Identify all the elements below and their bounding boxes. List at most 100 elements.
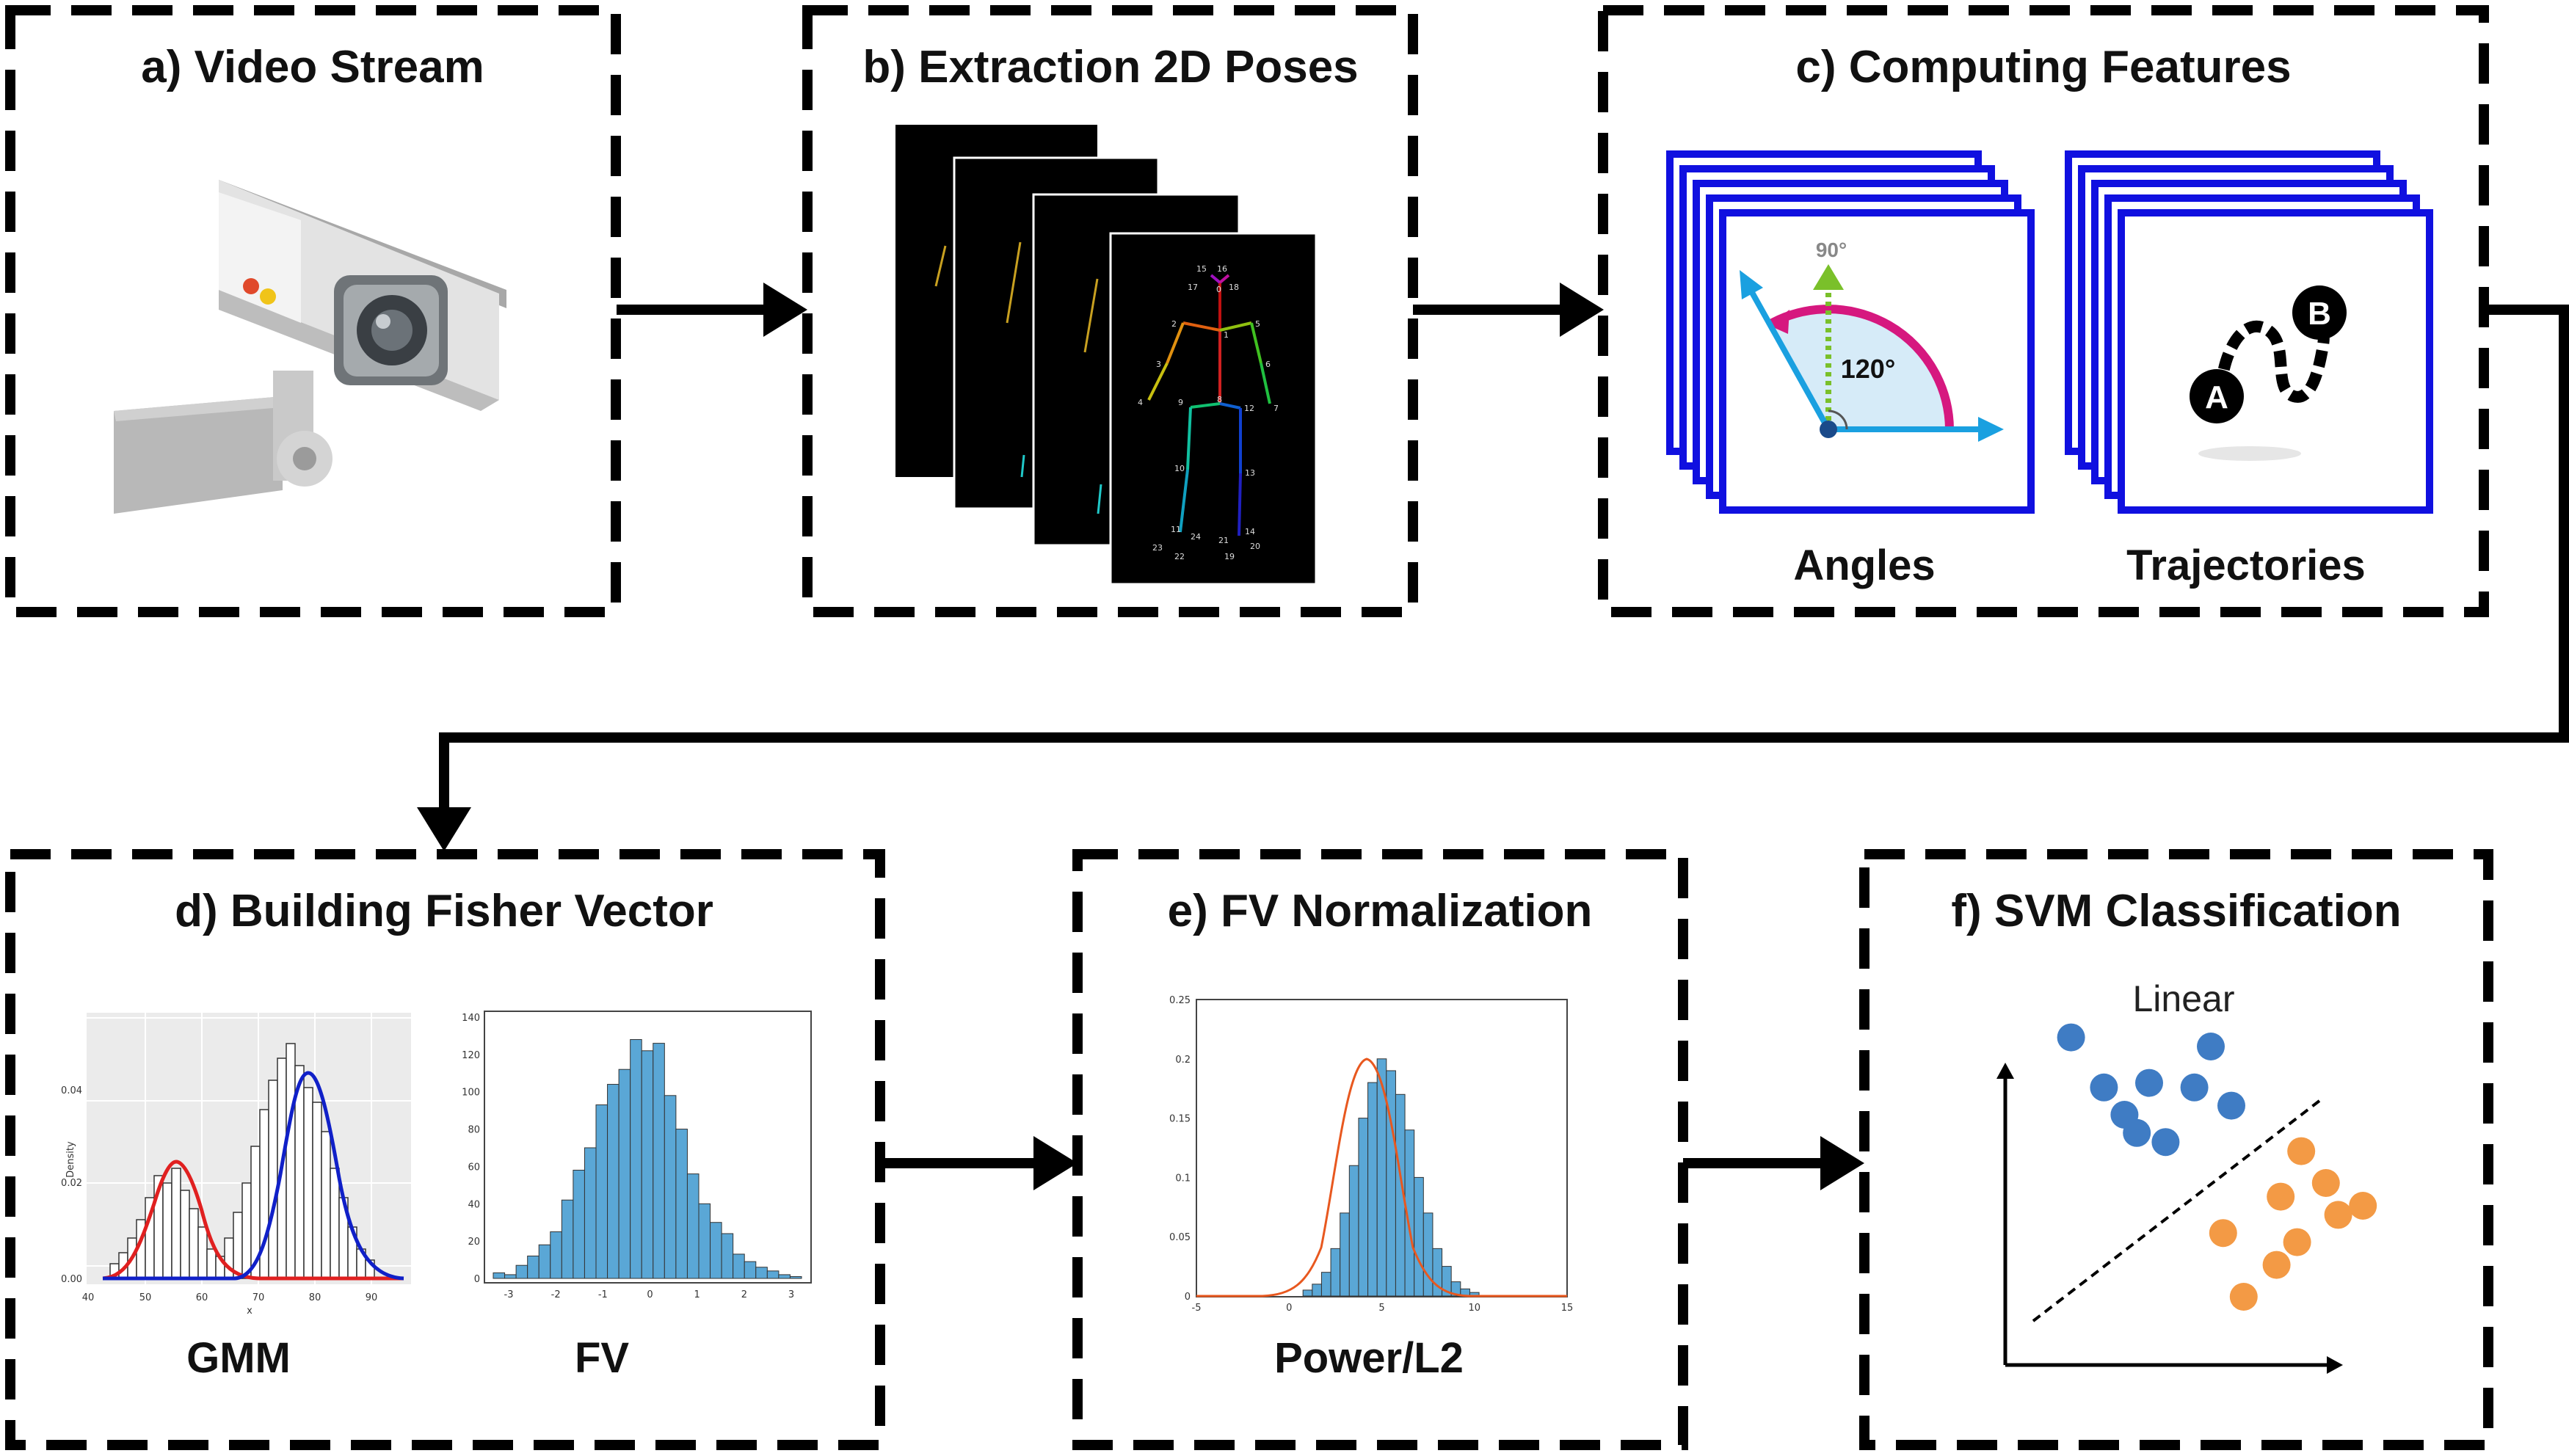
svm-decision-boundary (2032, 1099, 2321, 1322)
angles-frame-stack: 90° 120° (1666, 150, 2035, 514)
svg-text:21: 21 (1218, 536, 1229, 545)
fv-bar (641, 1050, 654, 1279)
gmm-bar (286, 1043, 296, 1279)
skeleton-figure (1147, 274, 1271, 536)
fv-bar (789, 1275, 802, 1279)
svg-text:60: 60 (196, 1292, 208, 1303)
gmm-bar (233, 1212, 243, 1279)
svg-text:17: 17 (1188, 283, 1198, 292)
gmm-plot: Density 0.00 0.02 0.04 40 50 60 70 80 90… (61, 1013, 411, 1317)
norm-bar (1367, 1082, 1378, 1297)
norm-bar (1442, 1266, 1452, 1297)
svg-text:13: 13 (1245, 468, 1255, 478)
svm-orange-point (2283, 1228, 2311, 1256)
svg-text:19: 19 (1224, 552, 1235, 561)
gmm-bar (330, 1168, 340, 1279)
gmm-bar (268, 1080, 278, 1279)
svg-text:4: 4 (1138, 398, 1143, 407)
norm-xtick: 15 (1561, 1303, 1574, 1314)
gmm-bar (171, 1168, 181, 1279)
svm-blue-point (2057, 1023, 2085, 1052)
trajectory-diagram: A B (2190, 285, 2347, 461)
fv-bar (515, 1264, 528, 1279)
fv-bar (698, 1203, 711, 1279)
fv-bar (573, 1170, 585, 1279)
norm-bar (1348, 1165, 1359, 1297)
fv-bar (755, 1267, 768, 1279)
svm-orange-point (2262, 1251, 2291, 1279)
svg-text:22: 22 (1174, 552, 1185, 561)
fv-ytick: 120 (462, 1050, 480, 1061)
svg-text:14: 14 (1245, 527, 1255, 536)
fv-bar (686, 1173, 700, 1279)
svm-plot: Linear (1996, 978, 2377, 1374)
norm-bar (1330, 1248, 1341, 1297)
svg-text:50: 50 (139, 1292, 152, 1303)
gmm-bar (162, 1182, 172, 1279)
svm-orange-point (2209, 1219, 2237, 1248)
fv-xtick: -1 (598, 1289, 608, 1300)
norm-bar (1302, 1289, 1313, 1297)
fv-bar (527, 1255, 539, 1279)
svm-blue-point (2135, 1069, 2163, 1097)
pose-frame-4 (1109, 232, 1318, 586)
fv-ytick: 60 (468, 1162, 480, 1173)
fv-bar (744, 1261, 757, 1279)
angles-label: Angles (1793, 542, 1935, 589)
point-a-marker (2190, 369, 2244, 423)
fv-bar (653, 1043, 665, 1279)
fv-bar (664, 1095, 677, 1279)
gmm-bar (189, 1208, 199, 1279)
arrowhead-d-e (1033, 1136, 1078, 1190)
fv-bar (675, 1129, 688, 1279)
fv-xtick: -2 (551, 1289, 561, 1300)
up-arrow-icon (1813, 264, 1844, 290)
fv-bar (550, 1231, 562, 1279)
fv-bars (493, 1039, 802, 1279)
gmm-bar (206, 1248, 217, 1279)
norm-ytick: 0.15 (1169, 1114, 1191, 1125)
normal-fit-curve (1196, 1058, 1567, 1297)
stage-c-box (1598, 5, 2489, 617)
svg-text:1: 1 (1224, 330, 1229, 340)
fv-ytick: 0 (474, 1274, 480, 1285)
svm-blue-point (2151, 1128, 2180, 1157)
fv-bar (618, 1069, 631, 1279)
gmm-bar (321, 1131, 331, 1279)
gmm-red-curve (102, 1160, 404, 1281)
point-b-marker (2292, 285, 2347, 340)
norm-bar (1422, 1212, 1434, 1297)
gmm-xlabel: x (247, 1306, 252, 1317)
arrowhead-c-d (417, 807, 471, 851)
arrowhead-a-b (763, 283, 807, 337)
norm-ytick: 0.2 (1175, 1055, 1191, 1066)
svg-text:90: 90 (366, 1292, 378, 1303)
svg-text:7: 7 (1273, 404, 1279, 413)
svg-text:40: 40 (82, 1292, 95, 1303)
svm-blue-point (2217, 1091, 2245, 1120)
norm-xtick: -5 (1192, 1303, 1202, 1314)
norm-xtick: 10 (1468, 1303, 1480, 1314)
point-a-label: A (2205, 379, 2228, 415)
fv-xtick: 0 (647, 1289, 653, 1300)
arrowhead-e-f (1820, 1136, 1864, 1190)
fv-bar (504, 1274, 517, 1279)
svm-orange-point (2287, 1137, 2316, 1165)
svg-text:3: 3 (1156, 360, 1161, 369)
fv-xtick: -3 (504, 1289, 514, 1300)
norm-bar (1320, 1272, 1331, 1297)
svm-blue-point (2090, 1073, 2118, 1102)
angle-value-label: 120° (1841, 354, 1895, 384)
norm-bar (1414, 1176, 1424, 1297)
gmm-bar (197, 1226, 208, 1279)
stage-f-title: f) SVM Classification (1951, 886, 2401, 936)
svm-orange-point (2229, 1283, 2258, 1311)
stage-d-title: d) Building Fisher Vector (175, 886, 713, 936)
gmm-bar (303, 1087, 313, 1279)
stage-c-title: c) Computing Features (1795, 42, 2291, 92)
norm-ytick: 0.25 (1169, 995, 1191, 1006)
fv-xtick: 1 (694, 1289, 700, 1300)
